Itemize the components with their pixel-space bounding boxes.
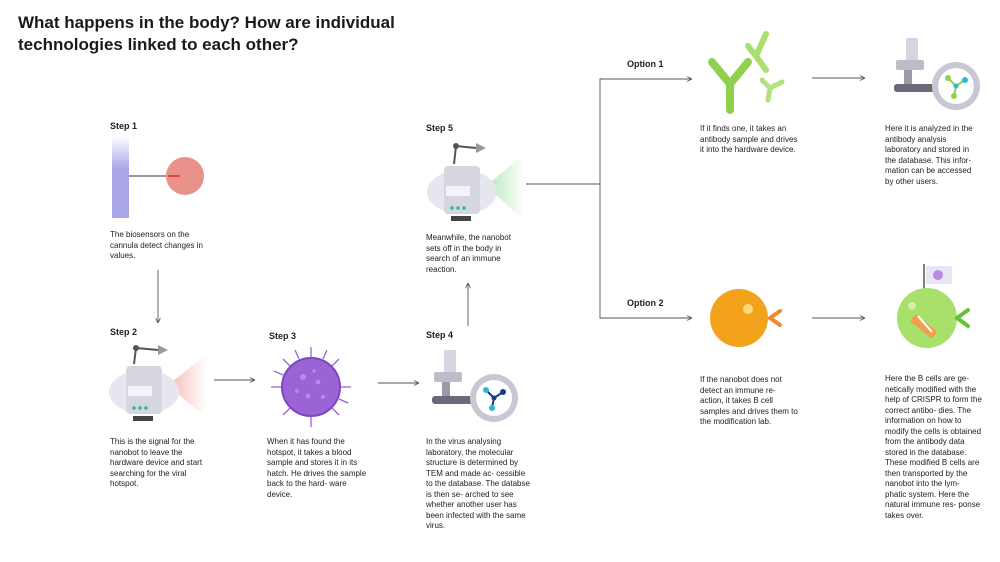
flag-icon [923,264,952,292]
nanobot-icon [427,143,524,221]
option-1-text-a: If it finds one, it takes an antibody sa… [700,124,798,154]
option-1-label: Option 1 [627,59,664,69]
blood-cell-icon [166,157,204,195]
step-5-text: Meanwhile, the nanobot sets off in the b… [426,233,511,274]
cannula-icon [112,136,204,218]
option-1-text-b: Here it is analyzed in the antibody anal… [885,124,973,186]
microscope-icon [894,38,980,110]
step-5-label: Step 5 [426,123,454,133]
arrow-option2 [599,184,691,318]
modified-cell-icon [897,264,970,348]
step-4-label: Step 4 [426,330,454,340]
microscope-icon [432,350,518,422]
step-4-text: In the virus analysing laboratory, the m… [426,437,530,530]
step-1-text: The biosensors on the cannula detect cha… [110,230,203,260]
b-cell-icon [710,289,782,347]
page-title: What happens in the body? How are indivi… [18,13,395,54]
antibody-icon [708,31,785,114]
nanobot-icon [109,345,206,421]
step-2-text: This is the signal for the nanobot to le… [110,437,203,488]
option-2-label: Option 2 [627,298,664,308]
step-3-label: Step 3 [269,331,297,341]
step-2-label: Step 2 [110,327,138,337]
option-2-text-b: Here the B cells are ge- netically modif… [885,374,982,520]
step-3-text: When it has found the hotspot, it takes … [267,437,367,499]
virus-icon [271,347,351,427]
arrow-option1 [599,79,691,184]
option-2-text-a: If the nanobot does not detect an immune… [700,375,798,426]
step-1-label: Step 1 [110,121,138,131]
